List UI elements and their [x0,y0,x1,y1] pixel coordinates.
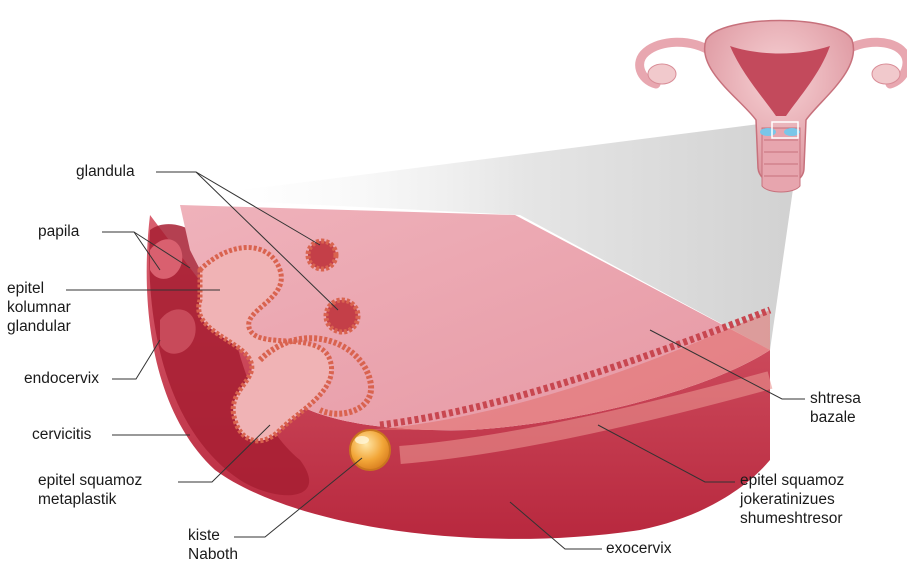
label-cervicitis: cervicitis [32,425,91,444]
label-epitel-squamoz-jokeratinizues: epitel squamoz jokeratinizues shumeshtre… [740,471,844,528]
label-line: metaplastik [38,490,142,509]
label-epitel-kolumnar-glandular: epitel kolumnar glandular [7,279,71,336]
label-line: shumeshtresor [740,509,844,528]
label-line: kiste [188,526,238,545]
label-kiste-naboth: kiste Naboth [188,526,238,564]
label-line: Naboth [188,545,238,564]
label-line: shtresa [810,389,861,408]
label-line: epitel [7,279,71,298]
label-glandula: glandula [76,162,135,181]
label-shtresa-bazale: shtresa bazale [810,389,861,427]
label-endocervix: endocervix [24,369,99,388]
label-line: epitel squamoz [740,471,844,490]
label-line: bazale [810,408,861,427]
label-line: epitel squamoz [38,471,142,490]
label-line: glandular [7,317,71,336]
label-line: jokeratinizues [740,490,844,509]
label-papila: papila [38,222,79,241]
label-exocervix: exocervix [606,539,671,558]
label-epitel-squamoz-metaplastik: epitel squamoz metaplastik [38,471,142,509]
label-line: kolumnar [7,298,71,317]
